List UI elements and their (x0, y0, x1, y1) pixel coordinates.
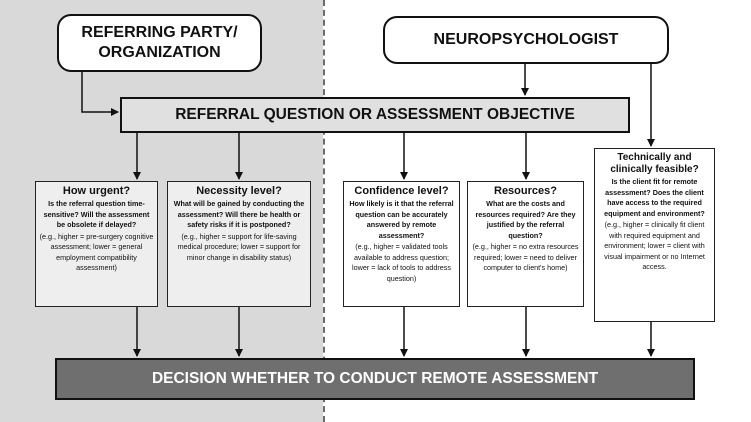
factor-question: Is the referral question time-sensitive?… (43, 199, 150, 229)
factor-example: (e.g., higher = no extra resources requi… (472, 242, 579, 272)
factor-example: (e.g., higher = clinically fit client wi… (604, 220, 705, 271)
factor-card-urgency: How urgent? Is the referral question tim… (35, 181, 158, 307)
factor-example: (e.g., higher = support for life-saving … (177, 231, 301, 262)
factor-title: How urgent? (62, 185, 131, 197)
referral-question-node: REFERRAL QUESTION OR ASSESSMENT OBJECTIV… (120, 97, 630, 133)
factor-question: What will be gained by conducting the as… (173, 199, 305, 229)
factor-question: Is the client fit for remote assessment?… (604, 177, 705, 218)
neuropsychologist-node: NEUROPSYCHOLOGIST (383, 16, 669, 64)
factor-card-confidence: Confidence level? How likely is it that … (343, 181, 460, 307)
factor-card-necessity: Necessity level? What will be gained by … (167, 181, 311, 307)
decision-node: DECISION WHETHER TO CONDUCT REMOTE ASSES… (55, 358, 695, 400)
referring-party-node: REFERRING PARTY/ ORGANIZATION (57, 14, 262, 72)
factor-title: Resources? (494, 185, 557, 197)
factor-card-feasibility: Technically and clinically feasible? Is … (594, 148, 715, 322)
factor-title: Technically and clinically feasible? (610, 152, 699, 175)
factor-title: Necessity level? (196, 185, 282, 197)
panel-divider (323, 0, 325, 422)
factor-title: Confidence level? (354, 185, 449, 197)
factor-card-resources: Resources? What are the costs and resour… (467, 181, 584, 307)
factor-question: How likely is it that the referral quest… (349, 199, 454, 240)
arrow-referring-to-referral (81, 72, 119, 116)
factor-question: What are the costs and resources require… (475, 199, 576, 240)
factor-example: (e.g., higher = validated tools availabl… (352, 242, 451, 283)
factor-example: (e.g., higher = pre-surgery cognitive as… (39, 231, 154, 273)
